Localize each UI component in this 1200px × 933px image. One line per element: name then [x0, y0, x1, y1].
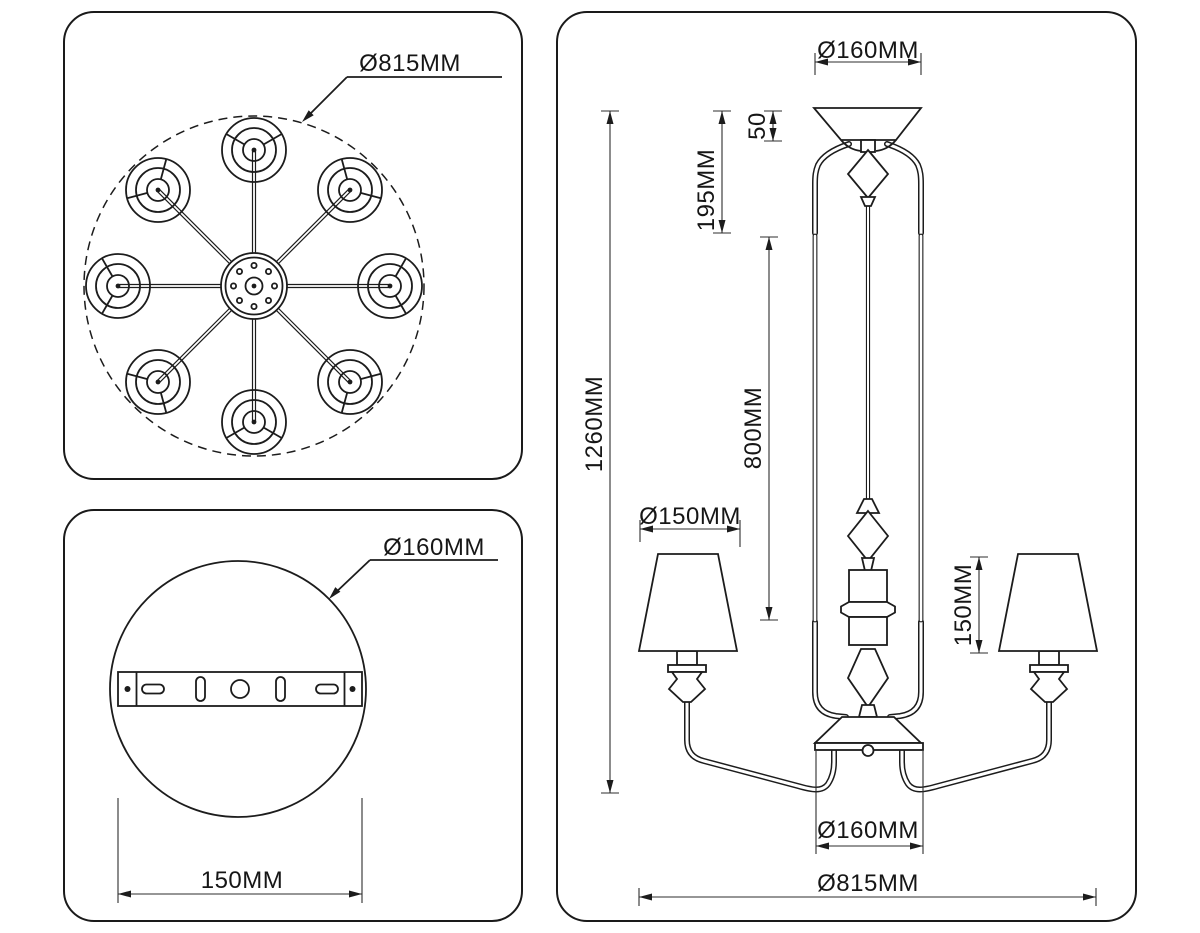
- lamp-head: [357, 253, 423, 319]
- overall-height-label: 1260MM: [581, 376, 608, 472]
- upper-rod-label: 195MM: [693, 149, 720, 232]
- dimension-canopy-diameter: Ø160MM: [814, 37, 922, 75]
- lamp-head: [125, 349, 191, 415]
- left-shade: [637, 553, 739, 652]
- bracket-width-label: 150MM: [201, 867, 284, 894]
- left-lamp: [637, 553, 739, 703]
- canopy-plate-circle: [109, 560, 367, 818]
- center-hole: [230, 679, 250, 699]
- front-view-panel: Ø160MM 50 195MM 800MM 1260MM: [556, 11, 1137, 922]
- dimension-overall-width: Ø815MM: [638, 870, 1097, 906]
- bracket-screw-dot: [349, 686, 356, 692]
- center-column-ornaments: [840, 498, 896, 718]
- vertical-slot: [195, 676, 206, 702]
- top-view-lamp-heads: [85, 117, 423, 455]
- plate-diameter-label: Ø160MM: [383, 534, 485, 561]
- top-view-hub: [220, 252, 288, 320]
- plate-diameter-callout: Ø160MM: [329, 534, 498, 599]
- shade-height-label: 150MM: [950, 564, 977, 647]
- lamp-head: [221, 117, 287, 183]
- hub-diameter-label: Ø160MM: [817, 817, 919, 844]
- upper-cylinder: [848, 569, 888, 603]
- bracket-width-dimension: 150MM: [117, 798, 363, 903]
- hub-screw-holes: [229, 261, 278, 310]
- dimension-hub-diameter: Ø160MM: [815, 751, 924, 854]
- dimension-upper-rod: 195MM: [693, 110, 731, 234]
- leader-arrowhead: [302, 110, 314, 122]
- dimension-shade-diameter: Ø150MM: [639, 503, 741, 547]
- bracket-screw-dot: [124, 686, 131, 692]
- right-shade: [997, 553, 1099, 652]
- left-bobeche: [667, 671, 707, 703]
- ceiling-canopy: [812, 107, 923, 207]
- leader-arrowhead: [329, 587, 341, 599]
- mounting-bracket: [117, 671, 363, 707]
- horizontal-slot: [315, 683, 339, 695]
- lower-diamond-ornament: [846, 648, 890, 709]
- dimension-suspension-length: 800MM: [740, 236, 778, 621]
- mount-plate-panel-border: [63, 509, 523, 922]
- top-view-diameter-callout: Ø815MM: [302, 50, 502, 122]
- overall-diameter-dashed-circle: [83, 115, 425, 457]
- mount-plate-panel: Ø160MM 150MM: [63, 509, 523, 922]
- lower-cylinder: [848, 616, 888, 646]
- suspension-length-label: 800MM: [740, 387, 767, 470]
- vertical-slot: [275, 676, 286, 702]
- lamp-head: [125, 157, 191, 223]
- dimension-canopy-height: 50: [744, 110, 782, 142]
- dimension-shade-height: 150MM: [950, 556, 988, 654]
- flange-ring: [840, 601, 896, 618]
- dimension-overall-height: 1260MM: [581, 110, 619, 794]
- overall-width-label: Ø815MM: [817, 870, 919, 897]
- horizontal-slot: [141, 683, 165, 695]
- right-lamp: [997, 553, 1099, 703]
- top-view-diameter-label: Ø815MM: [359, 50, 461, 77]
- lamp-head: [317, 157, 383, 223]
- front-view-panel-border: [556, 11, 1137, 922]
- lamp-head: [221, 389, 287, 455]
- lamp-head: [317, 349, 383, 415]
- lamp-head-spokes: [101, 133, 407, 439]
- top-view-panel: Ø815MM: [63, 11, 523, 480]
- canopy-height-label: 50: [744, 112, 771, 140]
- lamp-head: [85, 253, 151, 319]
- right-bobeche: [1029, 671, 1069, 703]
- center-hub: [812, 716, 924, 757]
- canopy-diameter-label: Ø160MM: [817, 37, 919, 64]
- shade-diameter-label: Ø150MM: [639, 503, 741, 530]
